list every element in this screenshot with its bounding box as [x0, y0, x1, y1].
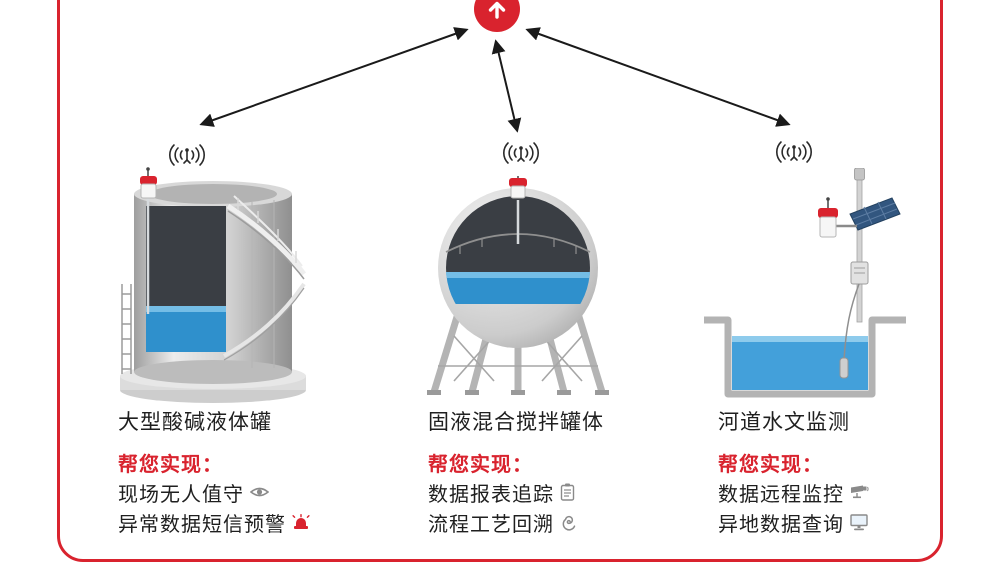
- scene-river-text: 河道水文监测 帮您实现： 数据远程监控 异地数据查询: [718, 406, 968, 537]
- feature-row: 异常数据短信预警: [118, 507, 368, 537]
- river-channel: [704, 316, 906, 398]
- wireless-signal-icon: [169, 144, 205, 166]
- wireless-signal-icon: [503, 142, 539, 164]
- tank-cutaway: [146, 206, 226, 352]
- feature-label: 数据报表追踪: [428, 483, 554, 506]
- scene-title: 河道水文监测: [718, 411, 850, 434]
- feature-label: 流程工艺回溯: [428, 513, 554, 536]
- scene-subtitle: 帮您实现：: [428, 454, 533, 476]
- scene-subtitle: 帮您实现：: [718, 454, 823, 476]
- camera-icon: [850, 485, 870, 499]
- report-icon: [560, 483, 575, 501]
- feature-label: 现场无人值守: [118, 483, 244, 506]
- feature-row: 数据远程监控: [718, 477, 968, 507]
- feature-label: 异地数据查询: [718, 513, 844, 536]
- wireless-level-sensor: [818, 197, 857, 238]
- ladder: [121, 284, 132, 374]
- monitor-icon: [850, 513, 868, 531]
- trace-icon: [560, 513, 578, 531]
- feature-label: 异常数据短信预警: [118, 513, 286, 536]
- feature-row: 异地数据查询: [718, 507, 968, 537]
- control-box: [850, 261, 869, 285]
- feature-label: 数据远程监控: [718, 483, 844, 506]
- scene-tank-text: 大型酸碱液体罐 帮您实现： 现场无人值守 异常数据短信预警: [118, 406, 368, 537]
- upload-arrow-icon: [488, 1, 506, 19]
- solid-liquid-mixing-sphere-tank: [427, 176, 609, 395]
- feature-row: 现场无人值守: [118, 477, 368, 507]
- wireless-signal-icon: [776, 141, 812, 163]
- submerged-probe: [839, 283, 860, 379]
- eye-icon: [250, 485, 269, 499]
- feature-row: 数据报表追踪: [428, 477, 678, 507]
- monitoring-pole: [854, 168, 865, 323]
- section-frame: [57, 0, 943, 562]
- feature-row: 流程工艺回溯: [428, 507, 678, 537]
- scene-title: 大型酸碱液体罐: [118, 411, 272, 434]
- scene-sphere-text: 固液混合搅拌罐体 帮您实现： 数据报表追踪 流程工艺回溯: [428, 406, 678, 537]
- river-hydrology-monitoring: [704, 168, 906, 398]
- acid-liquid-storage-tank: [120, 167, 306, 403]
- scene-title: 固液混合搅拌罐体: [428, 411, 604, 434]
- wireless-level-sensor: [140, 167, 157, 199]
- scene-subtitle: 帮您实现：: [118, 454, 223, 476]
- solar-panel: [849, 197, 901, 231]
- spiral-stairs: [223, 195, 306, 361]
- siren-icon: [292, 514, 310, 530]
- wireless-level-sensor: [509, 176, 527, 199]
